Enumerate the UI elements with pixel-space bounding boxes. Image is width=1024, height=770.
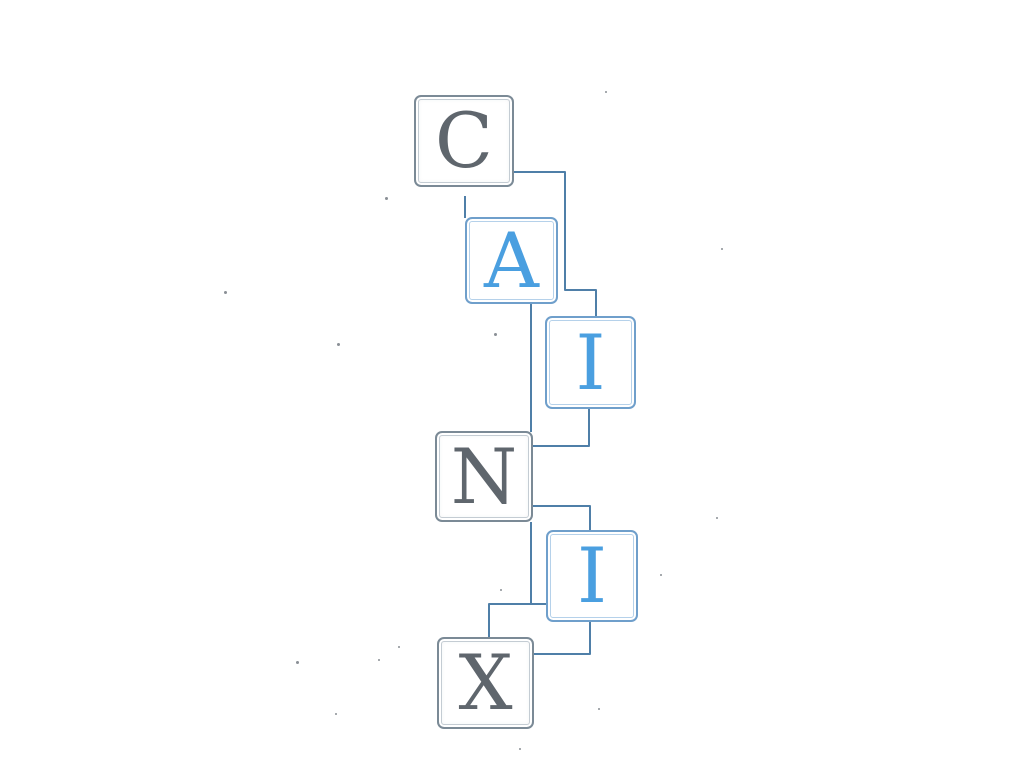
speck	[605, 91, 607, 93]
tile-letter: I	[576, 531, 608, 620]
tile-n: N	[435, 431, 533, 522]
speck	[224, 291, 227, 294]
connector-i-to-n	[533, 408, 590, 447]
connector-c-to-i	[514, 171, 597, 318]
speck	[335, 713, 337, 715]
tile-i-upper: I	[545, 316, 636, 409]
tile-c: C	[414, 95, 514, 187]
speck	[721, 248, 723, 250]
speck	[378, 659, 380, 661]
connector-n-to-i	[533, 505, 591, 531]
tile-i-lower: I	[546, 530, 638, 622]
connector-i-to-x	[533, 620, 591, 655]
speck	[598, 708, 600, 710]
tile-a: A	[465, 217, 558, 304]
tile-letter: I	[575, 317, 606, 407]
speck	[337, 343, 340, 346]
speck	[296, 661, 299, 664]
speck	[398, 646, 400, 648]
speck	[494, 333, 497, 336]
speck	[500, 589, 502, 591]
tile-letter: X	[458, 638, 513, 727]
speck	[519, 748, 521, 750]
speck	[716, 517, 718, 519]
tile-letter: C	[434, 96, 494, 185]
connector-trunk-to-x	[488, 603, 547, 638]
tile-letter: A	[484, 215, 539, 305]
speck	[385, 197, 388, 200]
speck	[660, 574, 662, 576]
tile-letter: N	[450, 431, 518, 521]
tile-x: X	[437, 637, 534, 729]
